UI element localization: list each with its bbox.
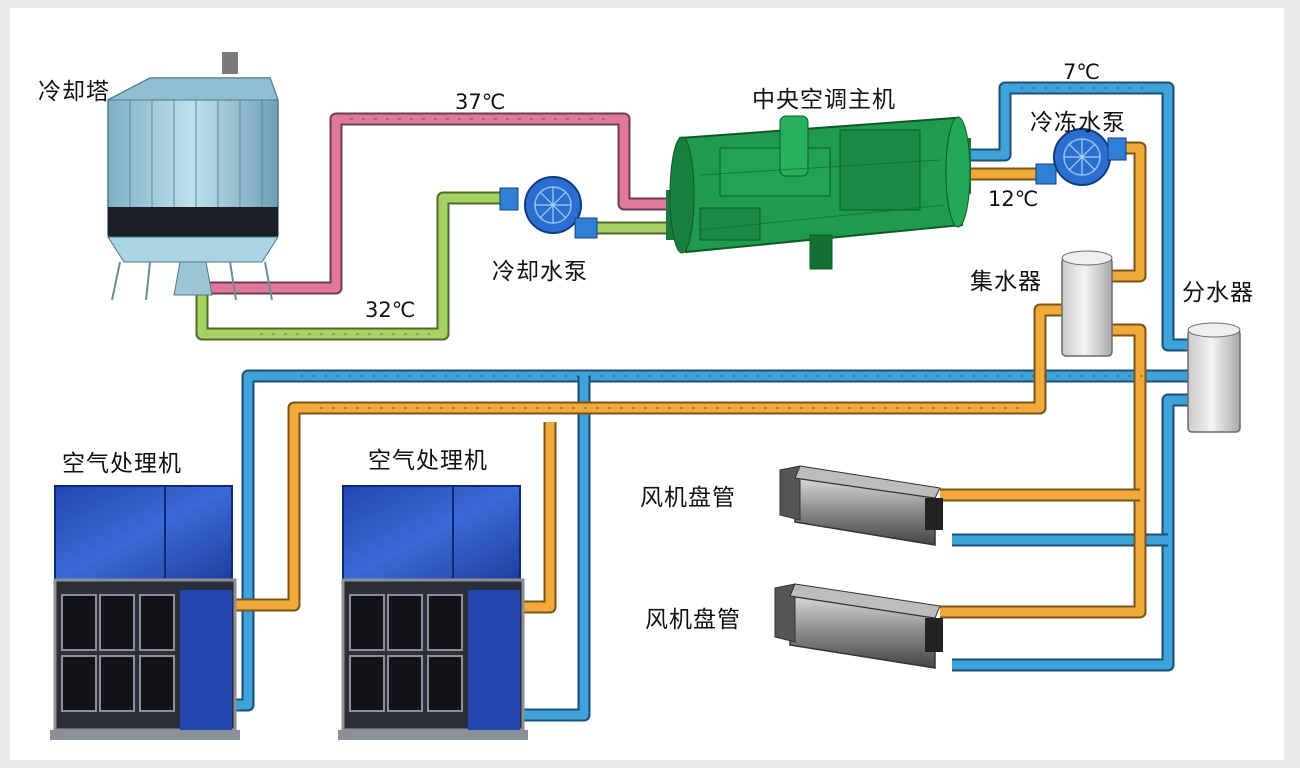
distributor-label: 分水器 [1182, 280, 1254, 306]
cooling-return-temp: 32℃ [365, 298, 416, 322]
cooling-supply-temp: 37℃ [455, 90, 506, 114]
central-chiller-unit [666, 115, 971, 270]
air-handling-unit-right [338, 485, 528, 740]
fcu-top-label: 风机盘管 [640, 485, 736, 511]
chilled-pump-label: 冷冻水泵 [1030, 110, 1126, 136]
cooling-tower [107, 52, 279, 301]
chilled-return-temp: 12℃ [988, 187, 1039, 211]
water-collector-tank [1061, 250, 1113, 357]
chilled-water-pump [1035, 128, 1127, 186]
fan-coil-unit-top [779, 465, 943, 546]
collector-label: 集水器 [970, 269, 1042, 295]
ahu-left-label: 空气处理机 [62, 451, 182, 477]
air-handling-unit-left [50, 485, 240, 740]
cooling-pump-label: 冷却水泵 [492, 259, 588, 285]
fcu-bottom-label: 风机盘管 [645, 607, 741, 633]
cooling-tower-label: 冷却塔 [38, 79, 110, 105]
chilled-supply-temp: 7℃ [1063, 60, 1100, 84]
ahu-right-label: 空气处理机 [368, 448, 488, 474]
chiller-label: 中央空调主机 [752, 87, 896, 113]
fan-coil-unit-bottom [774, 583, 943, 669]
cooling-water-pump [499, 176, 598, 239]
cooling-return-pipe [195, 191, 672, 341]
cooling-supply-pipe [210, 112, 670, 295]
chilled-return-pipe [195, 141, 1147, 619]
water-distributor-tank [1187, 322, 1241, 433]
